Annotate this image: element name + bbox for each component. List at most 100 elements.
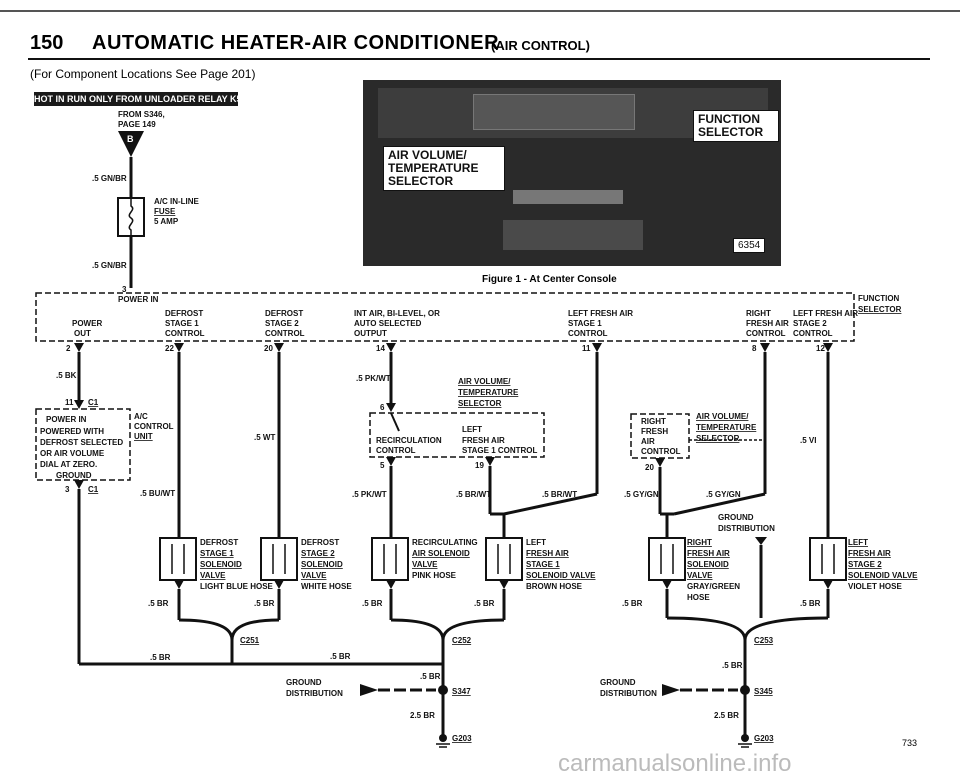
sol3-a: RECIRCULATING	[412, 538, 478, 547]
sol5-b: FRESH AIR	[687, 549, 730, 558]
gd-mid-a: GROUND	[718, 513, 754, 522]
sol5-hose-b: HOSE	[687, 593, 710, 602]
fs-rfa-c: CONTROL	[746, 329, 786, 338]
fs-pin-8: 8	[752, 344, 757, 353]
fs-int-c: OUTPUT	[354, 329, 387, 338]
fs-lfa1-a: LEFT FRESH AIR	[568, 309, 633, 318]
fs-rfa-a: RIGHT	[746, 309, 771, 318]
fs-name-2: SELECTOR	[858, 305, 902, 314]
photo-ref-number: 6354	[733, 238, 766, 253]
splice-c252: C252	[452, 636, 472, 645]
wire-br-mid: .5 BR	[330, 652, 351, 661]
gd-mid-b: DISTRIBUTION	[718, 524, 775, 533]
sol4-a: LEFT	[526, 538, 546, 547]
ground-g203-right: G203	[754, 734, 774, 743]
solenoid-def2-icon	[260, 537, 298, 581]
ac-ground: GROUND	[56, 471, 92, 480]
fs-def1-b: STAGE 1	[165, 319, 199, 328]
sol2-b: STAGE 2	[301, 549, 335, 558]
sol6-d: SOLENOID VALVE	[848, 571, 918, 580]
lav-pin-6: 6	[380, 403, 385, 412]
ac-line-3: OR AIR VOLUME	[40, 449, 105, 458]
sol2-hose: WHITE HOSE	[301, 582, 352, 591]
sol2-d: VALVE	[301, 571, 327, 580]
photo-air-volume-label: AIR VOLUME/ TEMPERATURE SELECTOR	[383, 146, 505, 191]
sol1-b: STAGE 1	[200, 549, 234, 558]
fs-def1-a: DEFROST	[165, 309, 203, 318]
wire-br25-right: 2.5 BR	[714, 711, 739, 720]
rav-name-c: SELECTOR	[696, 434, 740, 443]
ac-pin-3: 3	[65, 485, 70, 494]
lav-recirc-b: CONTROL	[376, 446, 416, 455]
page-ref: 733	[902, 738, 918, 748]
ac-name-b: CONTROL	[134, 422, 174, 431]
page-number: 150	[30, 32, 64, 54]
fs-name-1: FUNCTION	[858, 294, 900, 303]
rav-name-b: TEMPERATURE	[696, 423, 757, 432]
lav-name-b: TEMPERATURE	[458, 388, 519, 397]
wire-br-s5: .5 BR	[622, 599, 643, 608]
sol6-a: LEFT	[848, 538, 868, 547]
fs-def2-c: CONTROL	[265, 329, 305, 338]
wire-br-s6: .5 BR	[800, 599, 821, 608]
wire-br-s1: .5 BR	[148, 599, 169, 608]
wire-br-c253: .5 BR	[722, 661, 743, 670]
sol1-a: DEFROST	[200, 538, 238, 547]
sol3-c: VALVE	[412, 560, 438, 569]
title-rule	[28, 58, 930, 60]
terminal-b-label: B	[127, 134, 134, 144]
console-photo: AIR VOLUME/ TEMPERATURE SELECTOR FUNCTIO…	[363, 80, 781, 266]
lav-pin-5: 5	[380, 461, 385, 470]
lav-name-c: SELECTOR	[458, 399, 502, 408]
rav-c: AIR	[641, 437, 655, 446]
fs-pin-2: 2	[66, 344, 71, 353]
fs-def2-b: STAGE 2	[265, 319, 299, 328]
solenoid-left1-icon	[485, 537, 523, 581]
gd-left-b: DISTRIBUTION	[286, 689, 343, 698]
splice-s347: S347	[452, 687, 471, 696]
wire-br-wt-a: .5 BR/WT	[456, 490, 491, 499]
fs-pin-11: 11	[582, 344, 591, 353]
wire-br-wt-b: .5 BR/WT	[542, 490, 577, 499]
lav-name-a: AIR VOLUME/	[458, 377, 511, 386]
fs-lfa2-c: CONTROL	[793, 329, 833, 338]
ac-pin-11: 11	[65, 398, 74, 407]
wire-gy-gn-a: .5 GY/GN	[624, 490, 659, 499]
ac-line-0: POWER IN	[46, 415, 87, 424]
wire-gy-gn-b: .5 GY/GN	[706, 490, 741, 499]
fs-pin-22: 22	[165, 344, 174, 353]
splice-c251: C251	[240, 636, 260, 645]
ground-g203-left-icon	[439, 734, 447, 742]
fs-def2-a: DEFROST	[265, 309, 303, 318]
page-subtitle: (For Component Locations See Page 201)	[30, 67, 256, 81]
fs-pin-12: 12	[816, 344, 825, 353]
splice-s347-icon	[438, 685, 448, 695]
sol6-hose: VIOLET HOSE	[848, 582, 902, 591]
ac-connector-top: C1	[88, 398, 99, 407]
sol4-c: STAGE 1	[526, 560, 560, 569]
gd-right-a: GROUND	[600, 678, 636, 687]
splice-s345: S345	[754, 687, 773, 696]
fs-def1-c: CONTROL	[165, 329, 205, 338]
wire-bu-wt: .5 BU/WT	[140, 489, 175, 498]
solenoid-recirc-icon	[371, 537, 409, 581]
wire-gnbr-bottom: .5 GN/BR	[92, 261, 127, 270]
lav-left-a: LEFT	[462, 425, 482, 434]
wire-pk-wt-bottom: .5 PK/WT	[352, 490, 387, 499]
fs-int-a: INT AIR, BI-LEVEL, OR	[354, 309, 440, 318]
wire-br-s2: .5 BR	[254, 599, 275, 608]
wire-pk-wt-top: .5 PK/WT	[356, 374, 391, 383]
splice-s345-icon	[740, 685, 750, 695]
hot-in-run-label: HOT IN RUN ONLY FROM UNLOADER RELAY K5	[34, 92, 242, 106]
fs-pin-3: 3	[122, 285, 127, 294]
figure-caption: Figure 1 - At Center Console	[482, 274, 617, 285]
sol5-a: RIGHT	[687, 538, 712, 547]
sol6-c: STAGE 2	[848, 560, 882, 569]
sol1-d: VALVE	[200, 571, 226, 580]
rav-name-a: AIR VOLUME/	[696, 412, 749, 421]
page-title: AUTOMATIC HEATER-AIR CONDITIONER	[92, 32, 500, 54]
function-selector-box	[35, 292, 855, 342]
ac-line-1: POWERED WITH	[40, 427, 104, 436]
